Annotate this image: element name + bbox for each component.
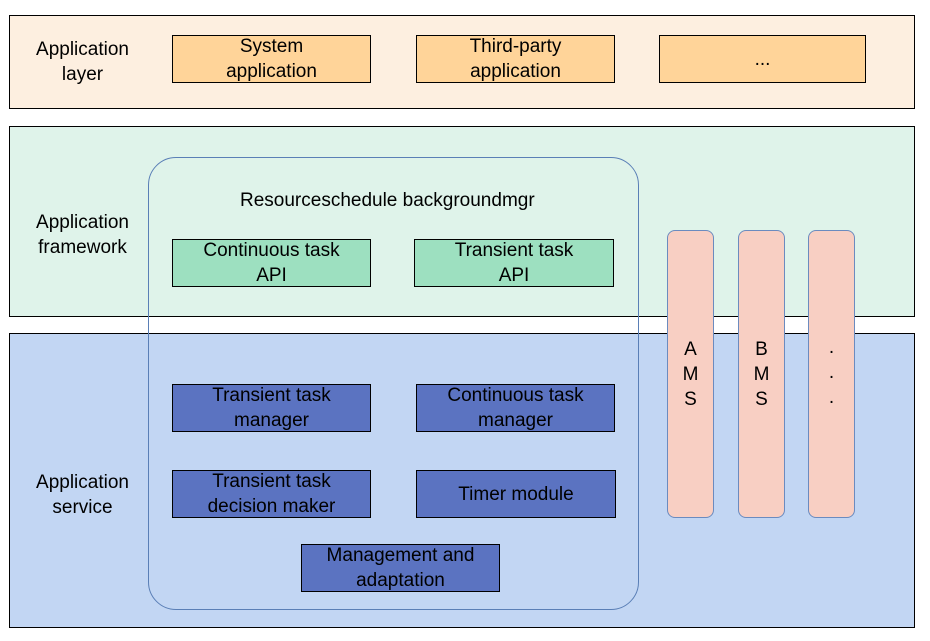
management-adaptation-box: Management and adaptation — [301, 544, 500, 592]
transient-task-api-box: Transient task API — [414, 239, 614, 287]
more-pillar-label: . . . — [828, 337, 835, 408]
bms-pillar: B M S — [738, 230, 785, 518]
ams-pillar-label: A M S — [682, 339, 699, 410]
transient-task-decision-maker-box: Transient task decision maker — [172, 470, 371, 518]
timer-module-box: Timer module — [416, 470, 616, 518]
bms-pillar-label: B M S — [753, 339, 770, 410]
application-service-label: Application service — [36, 472, 129, 518]
third-party-application-box: Third-party application — [416, 35, 615, 83]
transient-task-manager-box: Transient task manager — [172, 384, 371, 432]
ams-pillar: A M S — [667, 230, 714, 518]
continuous-task-manager-box: Continuous task manager — [416, 384, 615, 432]
backgroundmgr-group — [148, 157, 639, 610]
more-pillar: . . . — [808, 230, 855, 518]
more-applications-box: ... — [659, 35, 866, 83]
application-layer-label: Application layer — [36, 39, 129, 85]
backgroundmgr-title: Resourceschedule backgroundmgr — [240, 190, 535, 211]
continuous-task-api-box: Continuous task API — [172, 239, 371, 287]
application-framework-label: Application framework — [36, 212, 129, 258]
system-application-box: System application — [172, 35, 371, 83]
